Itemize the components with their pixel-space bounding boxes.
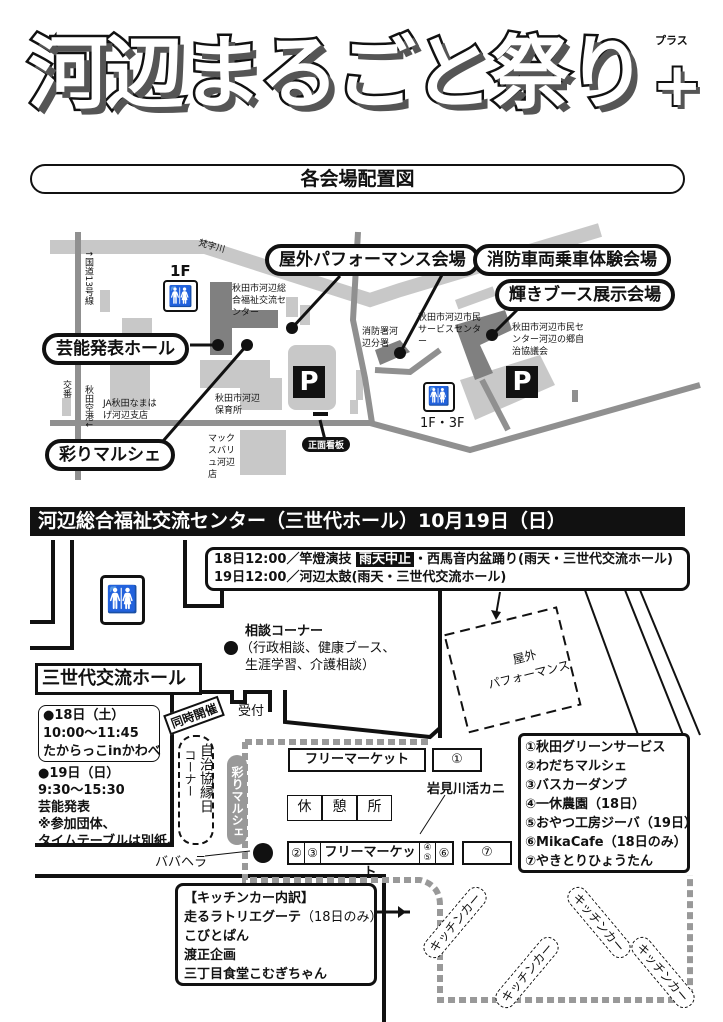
hall-label: 三世代交流ホール [35, 663, 202, 695]
consult-title: 相談コーナー [245, 624, 324, 639]
floor-diagonals [204, 589, 701, 857]
booth-5: ⑤ [423, 853, 432, 863]
kitchen-note: （18日のみ） [301, 910, 383, 925]
legend-item: ⑦やきとりひょうたん [525, 854, 654, 869]
service-center-label: 秋田市河辺市民サービスセンター [418, 313, 482, 347]
marche-label: 彩りマルシェ [227, 755, 247, 845]
koban-label: 交番 [61, 380, 71, 398]
arrow-icon [398, 906, 406, 918]
parking-icon: P [506, 366, 538, 398]
parking-icon: P [293, 366, 325, 398]
event-19-note1: ※参加団体、 [38, 817, 116, 832]
schedule-box: 18日12:00／竿燈演技 雨天中止・西馬音内盆踊り(雨天・三世代交流ホール) … [205, 547, 690, 591]
flea-market-booth-2: フリーマーケット [321, 843, 420, 880]
event-18-name: たからっこinかわべ [43, 744, 161, 759]
event-18-box: ●18日（土） 10:00〜11:45 たからっこinかわべ [38, 705, 161, 762]
booth-4: ④ [423, 843, 432, 853]
callout-performance-hall: 芸能発表ホール [42, 333, 189, 365]
reception-label: 受付 [238, 704, 265, 719]
welfare-center-label: 秋田市河辺総合福祉交流センター [232, 284, 287, 318]
route13-label: ↑国道13号線 [83, 250, 93, 305]
flea-market-booth: フリーマーケット [288, 748, 426, 772]
booth-3: ③ [305, 843, 321, 863]
restroom-floor-1: 1F [170, 262, 191, 280]
restroom-icon: 🚻 [163, 280, 198, 312]
kitchen-car-box: 【キッチンカー内訳】 走るラトリエグーテ（18日のみ） こびとぱん 渡正企画 三… [175, 883, 383, 986]
event-19-note2: タイムテーブルは別紙。 [38, 834, 180, 849]
event-18-time: 10:00〜11:45 [43, 726, 139, 741]
event-title: 河辺まるごと祭り [26, 25, 650, 123]
kitchen-title: 【キッチンカー内訳】 [184, 891, 315, 906]
schedule-19: 19日12:00／河辺太鼓(雨天・三世代交流ホール) [214, 570, 507, 585]
maxvalu-label: マックスバリュ河辺店 [208, 434, 236, 480]
arrow-icon [491, 610, 501, 620]
outdoor-performance-area [443, 606, 582, 734]
rest-area-1: 休 [287, 795, 322, 821]
front-sign-label: 正面看板 [302, 437, 351, 452]
corner-label: コーナー [183, 749, 197, 797]
legend-item: ⑥MikaCafe（18日のみ） [525, 835, 687, 850]
legend-item: ④一休農園（18日） [525, 797, 646, 812]
airport-label: 秋田空港↓ [83, 385, 93, 429]
schedule-18a: 18日12:00／竿燈演技 [214, 552, 352, 567]
callout-booth-exhibit: 輝きブース展示会場 [495, 279, 676, 311]
fire-station-label: 消防署河辺分署 [362, 327, 399, 349]
event-18-date: ●18日（土） [43, 708, 125, 723]
restroom-floor-2: 1F・3F [420, 416, 465, 431]
restroom-icon: 🚻 [100, 575, 145, 625]
kitchen-item: 走るラトリエグーテ [184, 910, 302, 925]
citizen-center-label: 秋田市河辺市民センター河辺の郷自治協議会 [512, 323, 585, 357]
kitchen-item: 三丁目食堂こむぎちゃん [184, 967, 328, 982]
plus-mark: + [650, 48, 704, 122]
booth-2: ② [289, 843, 305, 863]
nursery-label: 秋田市河辺保育所 [215, 394, 261, 416]
event-19-name: 芸能発表 [38, 800, 91, 815]
ja-bank-label: JA秋田なまはげ河辺支店 [103, 399, 157, 421]
jichi-label: 自治協縁日 [198, 743, 214, 813]
schedule-18b: ・西馬音内盆踊り(雨天・三世代交流ホール) [414, 552, 673, 567]
event-19-info: ●19日（日） 9:30〜15:30 芸能発表 ※参加団体、 タイムテーブルは別… [38, 765, 180, 850]
legend-item: ⑤おやつ工房ジーバ（19日） [525, 816, 697, 831]
consult-detail-2: 生涯学習、介護相談） [245, 658, 376, 673]
floor-title-bar: 河辺総合福祉交流センター（三世代ホール）10月19日（日） [30, 507, 685, 536]
booth-1: ① [432, 748, 482, 772]
floor-walls [30, 540, 442, 1022]
jichi-corner: 自治協縁日 コーナー [178, 735, 214, 845]
kitchen-item: 渡正企画 [184, 948, 237, 963]
legend-item: ③バスカーダンプ [525, 778, 627, 793]
map-dots [212, 322, 498, 359]
booth-7: ⑦ [462, 841, 512, 865]
consult-detail-1: （行政相談、健康ブース、 [240, 641, 396, 656]
event-19-time: 9:30〜15:30 [38, 783, 125, 798]
callout-fire-truck: 消防車両乗車体験会場 [473, 244, 671, 276]
event-19-date: ●19日（日） [38, 766, 120, 781]
callout-outdoor-performance: 屋外パフォーマンス会場 [265, 244, 480, 276]
kitchen-item: こびとぱん [184, 929, 250, 944]
iwamikawa-label: 岩見川活カニ [427, 782, 506, 797]
legend-item: ②わだちマルシェ [525, 759, 628, 774]
rest-area-3: 所 [357, 795, 392, 821]
callout-marche: 彩りマルシェ [45, 439, 175, 471]
consult-dot [224, 641, 238, 655]
section-subtitle: 各会場配置図 [30, 164, 685, 194]
booth-6: ⑥ [438, 846, 450, 860]
plus-ruby: プラス [655, 34, 688, 47]
legend-item: ①秋田グリーンサービス [525, 740, 666, 755]
restroom-icon: 🚻 [423, 382, 455, 412]
rain-cancel-badge: 雨天中止 [356, 552, 415, 567]
babahera-dot [253, 843, 273, 863]
babahera-label: ババヘラ [155, 855, 208, 870]
booth-legend: ①秋田グリーンサービス ②わだちマルシェ ③バスカーダンプ ④一休農園（18日）… [518, 733, 697, 873]
rest-area-2: 憩 [322, 795, 357, 821]
